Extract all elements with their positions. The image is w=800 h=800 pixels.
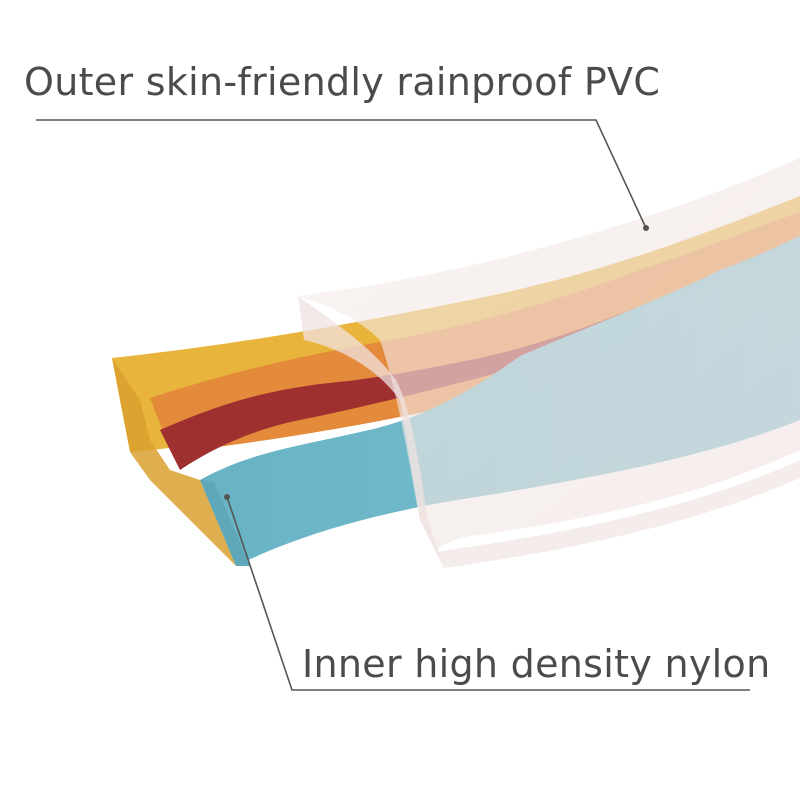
nylon-cut-edge (112, 358, 236, 566)
outer-layer-label: Outer skin-friendly rainproof PVC (24, 60, 661, 104)
pvc-bottom-edge (436, 460, 800, 568)
pvc-left-edge (298, 296, 444, 568)
nylon-cut-edge-blue (200, 480, 250, 566)
inner-leader-dot (224, 494, 230, 500)
outer-leader-line (36, 119, 647, 229)
pvc-sheet (298, 158, 800, 552)
outer-leader-dot (643, 225, 649, 231)
inner-layer-label: Inner high density nylon (302, 642, 771, 686)
inner-leader-line (226, 496, 750, 691)
outer-pvc-layer (298, 158, 800, 568)
